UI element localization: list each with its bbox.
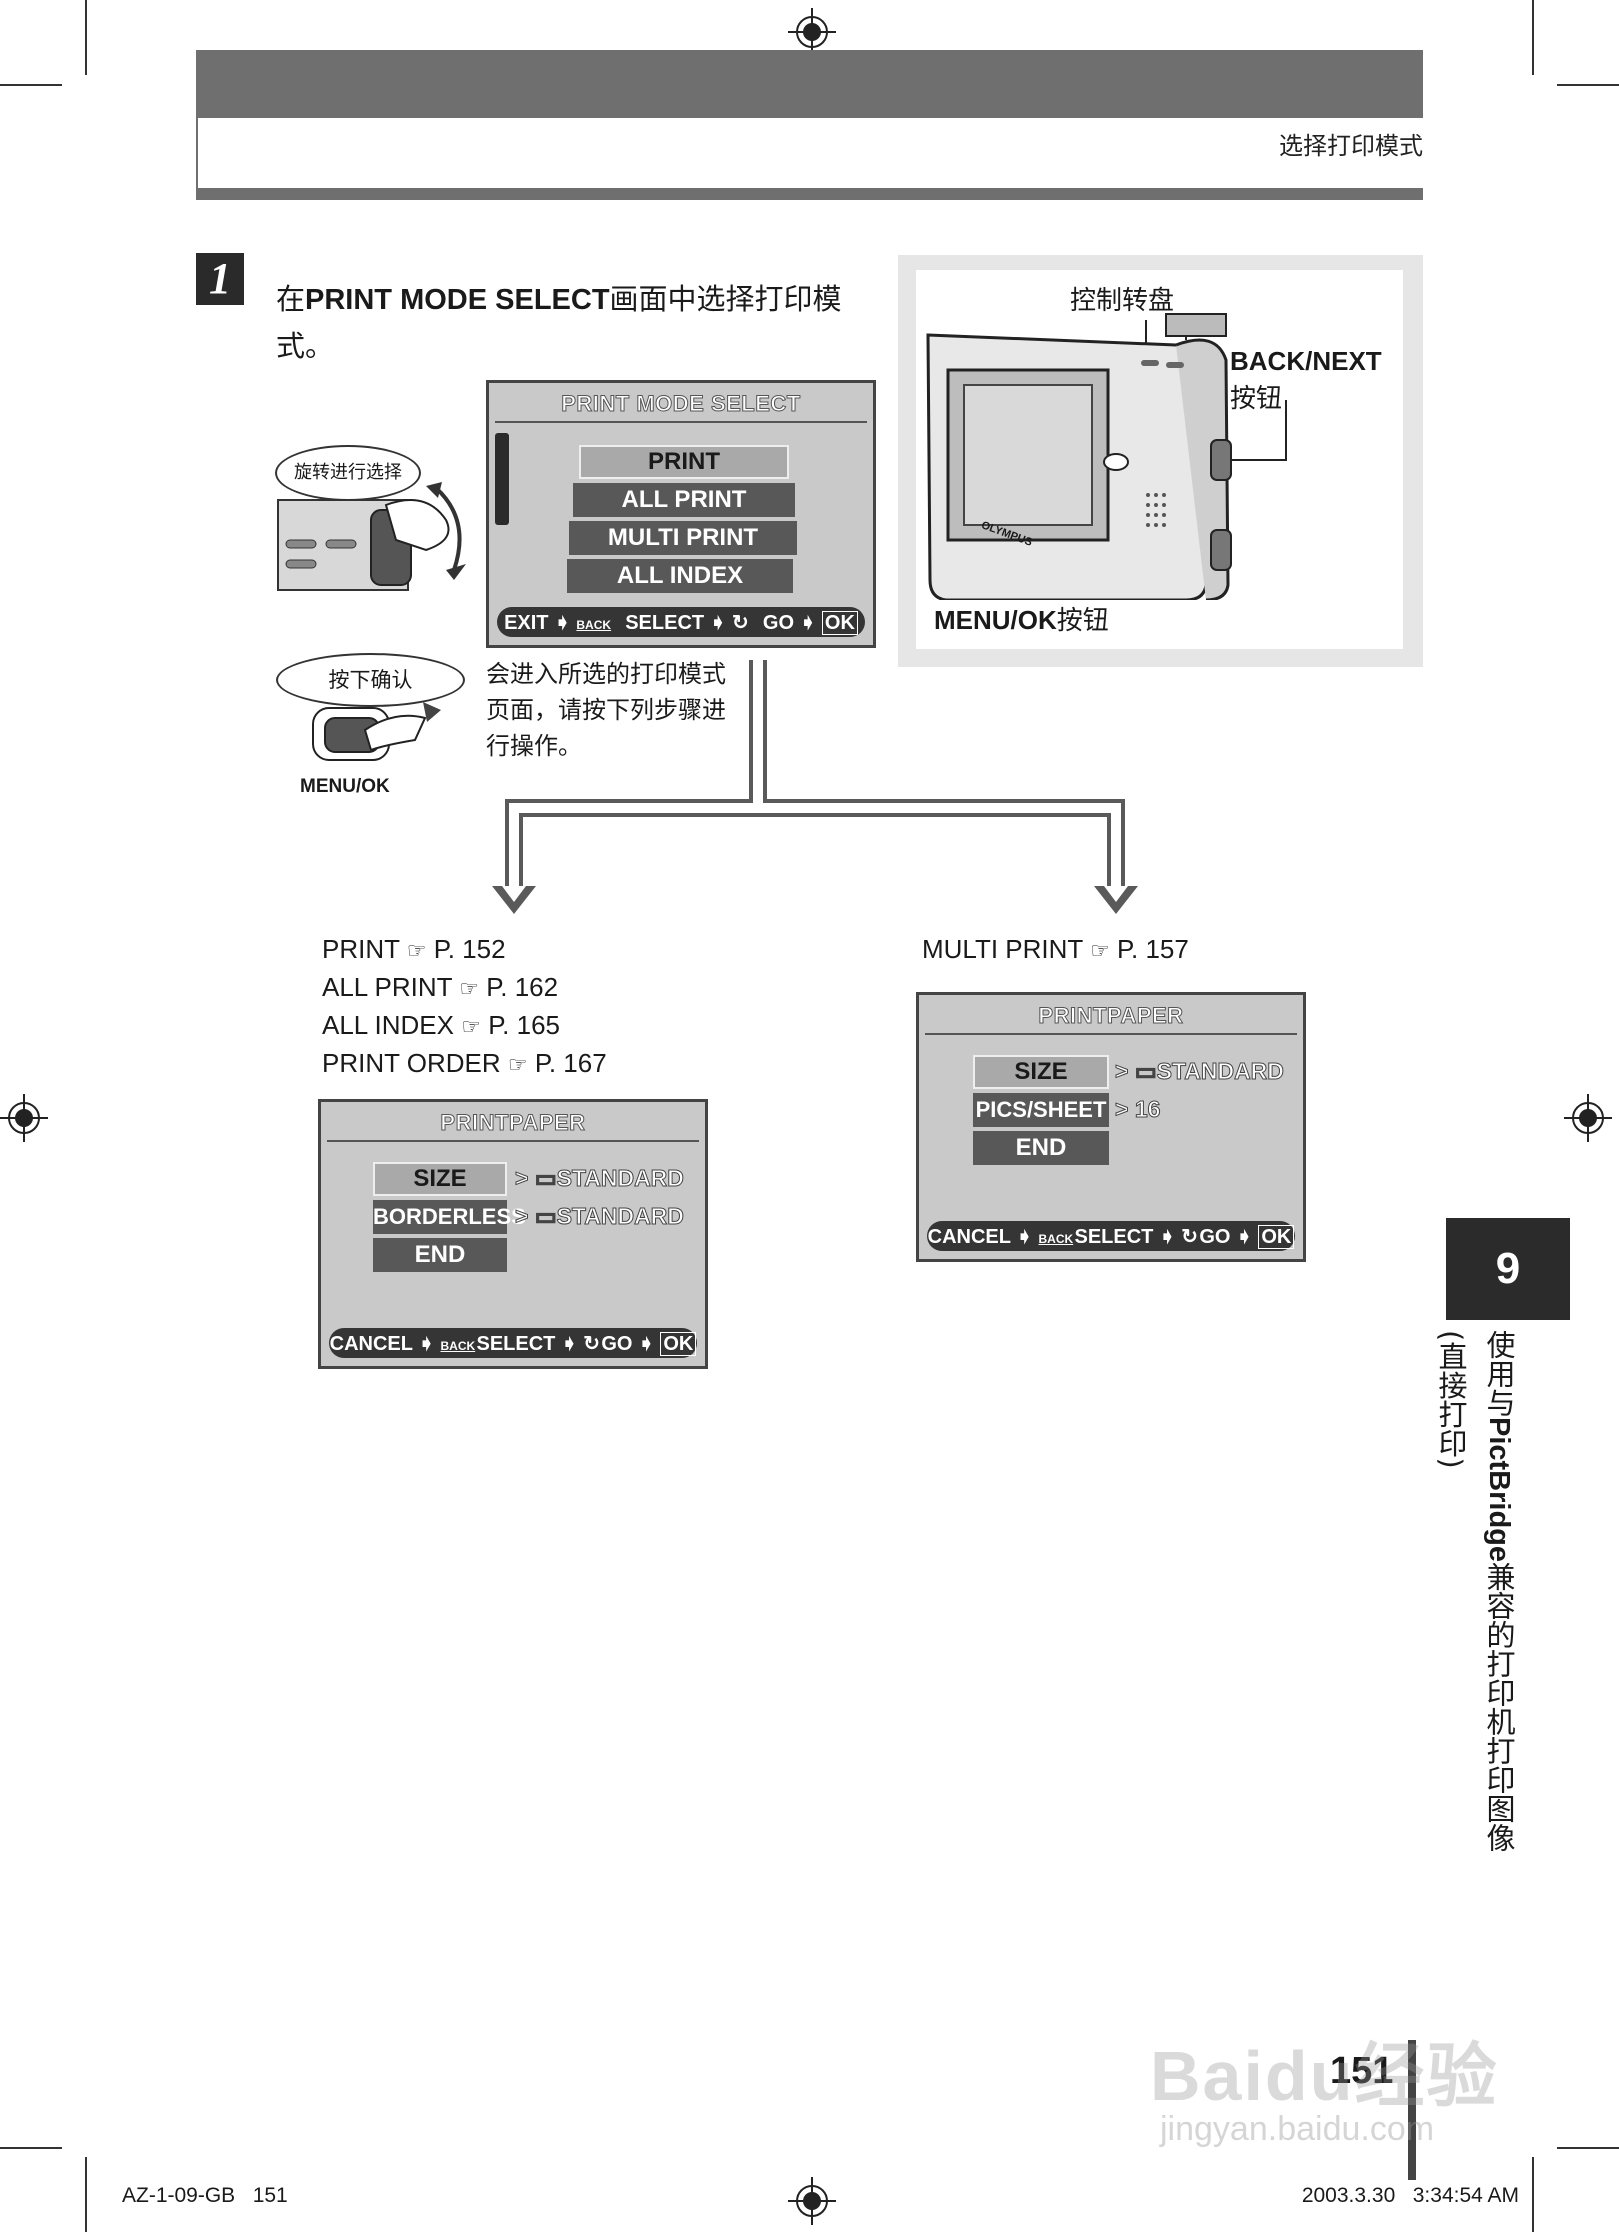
registration-mark-icon	[0, 1094, 48, 1142]
size-value: > ▭STANDARD	[1115, 1058, 1285, 1085]
menu-item-all-print[interactable]: ALL PRINT	[573, 483, 795, 517]
dial-label: 控制转盘	[1070, 286, 1175, 316]
menu-item-borderless[interactable]: BORDERLESS	[373, 1200, 526, 1234]
page-title: 选择打印模式	[1279, 132, 1423, 160]
borderless-value: > ▭STANDARD	[515, 1203, 685, 1230]
menu-item-print[interactable]: PRINT	[579, 445, 789, 479]
watermark-url: jingyan.baidu.com	[1160, 2110, 1435, 2148]
footer-go: GO ➧ OK	[1199, 1224, 1295, 1249]
menu-item-multi-print[interactable]: MULTI PRINT	[569, 521, 797, 555]
printpaper-screen-right: PRINTPAPER SIZE PICS/SHEET END > ▭STANDA…	[916, 992, 1306, 1262]
menu-ok-label: MENU/OK	[300, 776, 390, 797]
crop-mark	[0, 84, 62, 86]
ref-line: ALL PRINT ☞ P. 162	[322, 972, 559, 1002]
registration-mark-icon	[1564, 1094, 1612, 1142]
print-mode-screen: PRINT MODE SELECT PRINT ALL PRINT MULTI …	[486, 380, 876, 648]
flow-arrows	[492, 660, 1138, 914]
screen-title: PRINT MODE SELECT	[561, 391, 801, 417]
footer-go: GO ➧ OK	[763, 610, 858, 635]
dial-hand-icon	[277, 482, 466, 591]
crop-mark	[1532, 0, 1534, 75]
chapter-title: 使用与PictBridge兼容的打印机打印图像	[1482, 1330, 1516, 1853]
ref-line: ALL INDEX ☞ P. 165	[322, 1010, 561, 1040]
crop-mark	[1557, 2147, 1619, 2149]
menu-item-end[interactable]: END	[373, 1238, 507, 1272]
crop-mark	[1532, 2157, 1534, 2232]
chapter-tab[interactable]: 9	[1446, 1218, 1570, 1320]
footer-left: AZ-1-09-GB 151	[122, 2184, 288, 2207]
pics-sheet-value: > 16	[1114, 1096, 1161, 1123]
crop-mark	[0, 2147, 62, 2149]
screen-rule	[327, 1140, 699, 1142]
menu-item-size[interactable]: SIZE	[973, 1055, 1109, 1089]
registration-mark-icon	[788, 8, 836, 56]
step-number: 1	[196, 253, 244, 305]
step-text-post: 画面中选择打印模式。	[276, 282, 842, 363]
size-value: > ▭STANDARD	[515, 1165, 685, 1192]
footer-select: SELECT ➧ ↻	[1074, 1225, 1199, 1248]
screen-rule	[495, 421, 867, 423]
refs-left: PRINT ☞ P. 152 ALL PRINT ☞ P. 162 ALL IN…	[322, 931, 607, 1083]
footer-exit: EXIT ➧ BACK	[504, 611, 612, 634]
rotate-callout: 旋转进行选择	[275, 445, 421, 501]
screen-footer: EXIT ➧ BACK SELECT ➧ ↻ GO ➧ OK	[497, 607, 865, 637]
footer-right: 2003.3.30 3:34:54 AM	[1301, 2184, 1519, 2207]
footer-cancel: CANCEL ➧ BACK	[329, 1332, 476, 1355]
footer-select: SELECT ➧ ↻	[476, 1332, 601, 1355]
header-divider	[196, 118, 198, 194]
menu-ok-callout: MENU/OK按钮	[934, 605, 1109, 636]
press-callout: 按下确认	[276, 653, 465, 707]
back-next-label: BACK/NEXT	[1230, 346, 1382, 376]
ref-line: PRINT ☞ P. 152	[322, 934, 506, 964]
menu-item-size[interactable]: SIZE	[373, 1162, 507, 1196]
mode-note: 会进入所选的打印模式页面，请按下列步骤进行操作。	[486, 660, 726, 760]
footer-cancel: CANCEL ➧ BACK	[927, 1225, 1074, 1248]
crop-mark	[85, 0, 87, 75]
step-instruction: 在PRINT MODE SELECT画面中选择打印模式。	[276, 276, 876, 369]
scroll-indicator	[495, 433, 509, 525]
menu-item-pics-sheet[interactable]: PICS/SHEET	[973, 1093, 1109, 1127]
refs-right: MULTI PRINT ☞ P. 157	[922, 931, 1189, 969]
page-number-bar	[1408, 2040, 1416, 2180]
camera-icon	[926, 313, 1287, 600]
ref-line: MULTI PRINT ☞ P. 157	[922, 934, 1189, 964]
menu-item-end[interactable]: END	[973, 1131, 1109, 1165]
page-number: 151	[1330, 2050, 1394, 2092]
footer-select: SELECT ➧ ↻	[625, 611, 749, 634]
header-rule	[196, 188, 1423, 200]
screen-title: PRINTPAPER	[1038, 1003, 1184, 1029]
registration-mark-icon	[788, 2177, 836, 2225]
screen-footer: CANCEL ➧ BACK SELECT ➧ ↻ GO ➧ OK	[927, 1221, 1295, 1251]
crop-mark	[85, 2157, 87, 2232]
step-text-bold: PRINT MODE SELECT	[305, 284, 610, 316]
step-text-pre: 在	[276, 282, 306, 316]
footer-go: GO ➧ OK	[601, 1331, 697, 1356]
ref-line: PRINT ORDER ☞ P. 167	[322, 1048, 607, 1078]
crop-mark	[1557, 84, 1619, 86]
watermark-logo: Baidu经验	[1150, 2037, 1499, 2115]
screen-footer: CANCEL ➧ BACK SELECT ➧ ↻ GO ➧ OK	[329, 1328, 697, 1358]
menu-ok-button-icon	[312, 702, 441, 761]
chapter-subtitle: (直接打印)	[1434, 1330, 1468, 1469]
screen-title: PRINTPAPER	[440, 1110, 586, 1136]
printpaper-screen-left: PRINTPAPER SIZE BORDERLESS END > ▭STANDA…	[318, 1099, 708, 1369]
header-bar	[196, 50, 1423, 118]
screen-rule	[925, 1033, 1297, 1035]
back-next-suffix: 按钮	[1230, 384, 1283, 414]
menu-item-all-index[interactable]: ALL INDEX	[567, 559, 793, 593]
